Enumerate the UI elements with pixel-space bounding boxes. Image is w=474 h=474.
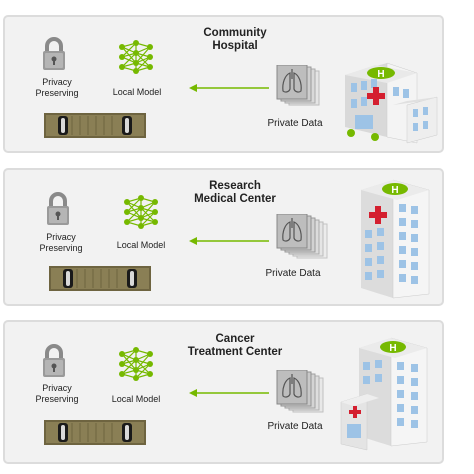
title-line-2: Hospital bbox=[212, 40, 258, 52]
privacy-label-line-1: Privacy bbox=[42, 383, 72, 393]
model-label: Local Model bbox=[116, 240, 166, 250]
panel-cancer-treatment-center: Cancer Treatment Center Privacy Preservi… bbox=[3, 320, 444, 464]
gpu-server-icon bbox=[44, 420, 146, 445]
privacy-label: Privacy Preserving bbox=[25, 383, 89, 405]
title-line-1: Research bbox=[209, 180, 261, 192]
svg-text:H: H bbox=[391, 185, 398, 196]
privacy-label-line-1: Privacy bbox=[42, 77, 72, 87]
neural-network-icon bbox=[118, 39, 154, 75]
hospital-building-icon: H bbox=[357, 174, 433, 302]
svg-text:H: H bbox=[389, 343, 396, 354]
private-data-label: Private Data bbox=[267, 421, 323, 432]
private-data-label: Private Data bbox=[267, 118, 323, 129]
title-line-1: Cancer bbox=[215, 333, 255, 345]
private-data-label: Private Data bbox=[265, 268, 321, 279]
data-flow-arrow bbox=[189, 236, 269, 246]
neural-network-icon bbox=[118, 346, 154, 382]
panel-community-hospital: Community Hospital Privacy Preserving Lo… bbox=[3, 15, 444, 153]
title-line-1: Community bbox=[203, 27, 267, 39]
gpu-server-icon bbox=[44, 113, 146, 138]
padlock-icon bbox=[41, 37, 67, 71]
privacy-label-line-2: Preserving bbox=[35, 88, 79, 98]
panel-title: Cancer Treatment Center bbox=[175, 333, 295, 359]
data-flow-arrow bbox=[189, 388, 269, 398]
title-line-2: Medical Center bbox=[194, 193, 276, 205]
data-flow-arrow bbox=[189, 83, 269, 93]
model-label: Local Model bbox=[112, 87, 162, 97]
panel-title: Research Medical Center bbox=[175, 180, 295, 206]
panel-research-medical-center: Research Medical Center Privacy Preservi… bbox=[3, 168, 444, 306]
privacy-label: Privacy Preserving bbox=[29, 232, 93, 254]
neural-network-icon bbox=[123, 194, 159, 230]
lung-scan-stack-icon bbox=[275, 214, 331, 262]
padlock-icon bbox=[45, 192, 71, 226]
hospital-building-icon: H bbox=[339, 330, 439, 456]
lung-scan-stack-icon bbox=[275, 65, 321, 109]
gpu-server-icon bbox=[49, 266, 151, 291]
padlock-icon bbox=[41, 344, 67, 378]
privacy-label-line-2: Preserving bbox=[39, 243, 83, 253]
model-label: Local Model bbox=[111, 394, 161, 404]
hospital-building-icon: H bbox=[337, 45, 441, 145]
privacy-label-line-1: Privacy bbox=[46, 232, 76, 242]
panel-title: Community Hospital bbox=[175, 27, 295, 53]
privacy-label-line-2: Preserving bbox=[35, 394, 79, 404]
svg-text:H: H bbox=[377, 69, 384, 80]
lung-scan-stack-icon bbox=[275, 370, 325, 416]
title-line-2: Treatment Center bbox=[187, 346, 283, 358]
privacy-label: Privacy Preserving bbox=[25, 77, 89, 99]
